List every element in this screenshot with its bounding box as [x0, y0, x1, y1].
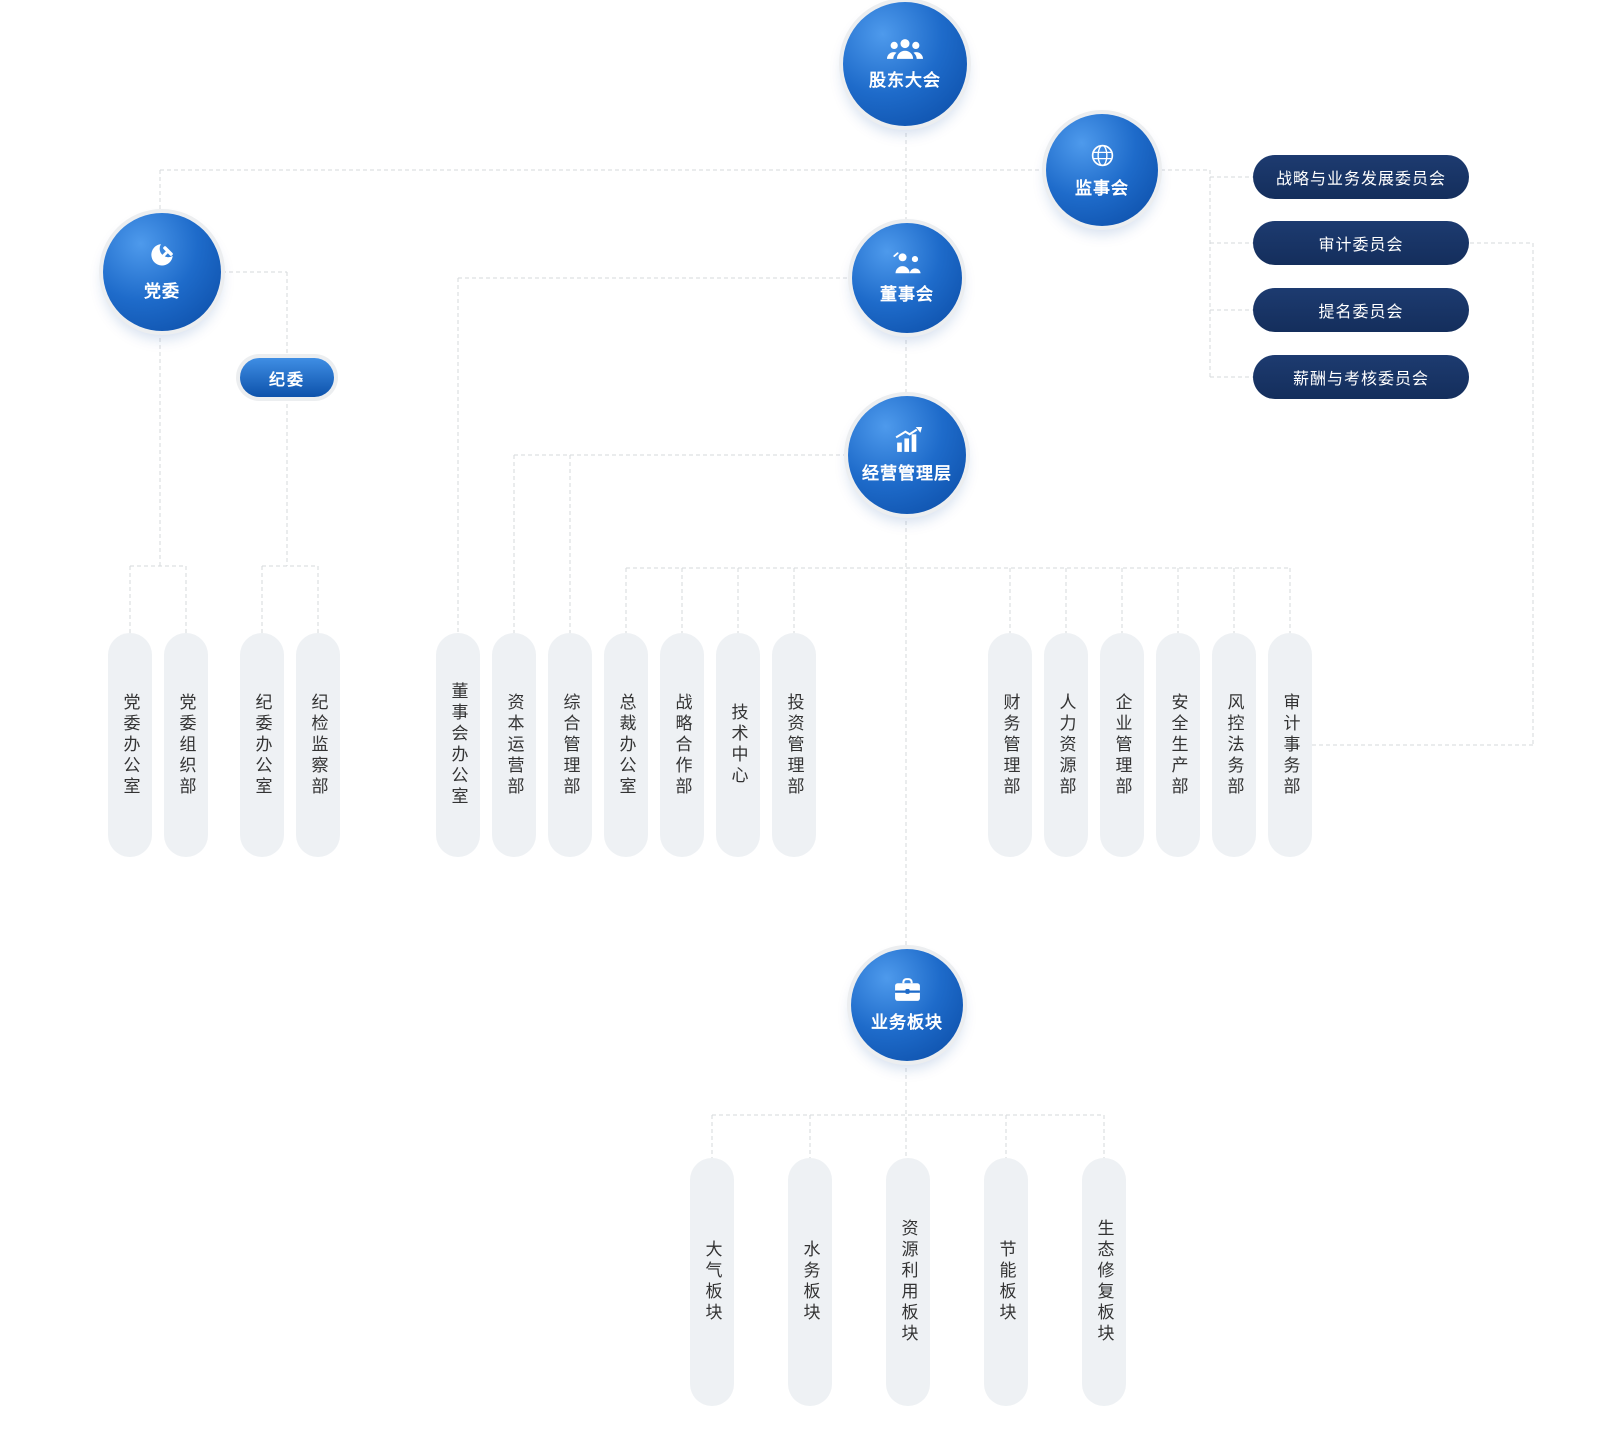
dept-label: 综合管理部	[560, 692, 580, 798]
committee-pill-nomination: 提名委员会	[1253, 288, 1469, 332]
node-party-committee: 党委	[103, 213, 221, 331]
committee-pill-audit: 审计委员会	[1253, 221, 1469, 265]
globe-icon	[1089, 142, 1116, 169]
dept-safety-production: 安全生产部	[1156, 633, 1200, 857]
dept-label: 资本运营部	[504, 692, 524, 798]
segment-atmosphere: 大气板块	[690, 1158, 734, 1406]
node-label: 党委	[144, 282, 180, 301]
briefcase-icon	[893, 977, 922, 1003]
dept-president-office: 总裁办公室	[604, 633, 648, 857]
dept-label: 投资管理部	[784, 692, 804, 798]
dept-label: 董事会办公室	[448, 682, 468, 808]
dept-label: 技术中心	[728, 703, 748, 787]
dept-risk-legal: 风控法务部	[1212, 633, 1256, 857]
dept-investment-management: 投资管理部	[772, 633, 816, 857]
segment-resource-utilization: 资源利用板块	[886, 1158, 930, 1406]
dept-label: 企业管理部	[1112, 692, 1132, 798]
node-board-of-directors: 董事会	[852, 223, 962, 333]
segment-water: 水务板块	[788, 1158, 832, 1406]
node-label: 业务板块	[871, 1012, 943, 1032]
committee-pill-compensation: 薪酬与考核委员会	[1253, 355, 1469, 399]
dept-label: 战略合作部	[672, 692, 692, 798]
dept-label: 审计事务部	[1280, 692, 1300, 798]
dept-audit-affairs: 审计事务部	[1268, 633, 1312, 857]
segment-label: 节能板块	[996, 1240, 1016, 1324]
segment-label: 水务板块	[800, 1240, 820, 1324]
hammer-sickle-icon	[147, 242, 177, 272]
node-label: 经营管理层	[862, 463, 952, 483]
dept-discipline-office: 纪委办公室	[240, 633, 284, 857]
node-label: 董事会	[880, 284, 934, 304]
growth-chart-icon	[893, 426, 922, 454]
dept-label: 总裁办公室	[616, 692, 636, 798]
dept-strategic-cooperation: 战略合作部	[660, 633, 704, 857]
node-shareholders-meeting: 股东大会	[843, 2, 967, 126]
dept-board-office: 董事会办公室	[436, 633, 480, 857]
node-supervisory-board: 监事会	[1046, 114, 1158, 226]
committee-label: 审计委员会	[1318, 237, 1404, 254]
dept-party-office: 党委办公室	[108, 633, 152, 857]
meeting-people-icon	[891, 251, 923, 275]
node-label: 监事会	[1075, 178, 1129, 198]
committee-pill-strategy: 战略与业务发展委员会	[1253, 155, 1469, 199]
dept-party-organization: 党委组织部	[164, 633, 208, 857]
node-label: 纪委	[268, 371, 305, 389]
committee-label: 战略与业务发展委员会	[1275, 171, 1446, 188]
segment-label: 生态修复板块	[1094, 1219, 1114, 1345]
dept-label: 财务管理部	[1000, 692, 1020, 798]
segment-label: 大气板块	[702, 1240, 722, 1324]
dept-human-resources: 人力资源部	[1044, 633, 1088, 857]
pill-discipline-committee: 纪委	[240, 358, 334, 397]
node-management-level: 经营管理层	[848, 396, 966, 514]
dept-enterprise-management: 企业管理部	[1100, 633, 1144, 857]
segment-label: 资源利用板块	[898, 1219, 918, 1345]
committee-label: 薪酬与考核委员会	[1292, 371, 1429, 388]
committee-label: 提名委员会	[1318, 304, 1404, 321]
dept-capital-operation: 资本运营部	[492, 633, 536, 857]
dept-label: 党委办公室	[120, 692, 140, 798]
dept-label: 安全生产部	[1168, 692, 1188, 798]
dept-label: 风控法务部	[1224, 692, 1244, 798]
node-business-segments: 业务板块	[851, 949, 963, 1061]
dept-label: 纪检监察部	[308, 692, 328, 798]
people-group-icon	[887, 37, 923, 61]
dept-label: 人力资源部	[1056, 692, 1076, 798]
dept-label: 纪委办公室	[252, 692, 272, 798]
dept-general-management: 综合管理部	[548, 633, 592, 857]
segment-energy-saving: 节能板块	[984, 1158, 1028, 1406]
dept-label: 党委组织部	[176, 692, 196, 798]
dept-technology-center: 技术中心	[716, 633, 760, 857]
dept-finance: 财务管理部	[988, 633, 1032, 857]
segment-ecological-restoration: 生态修复板块	[1082, 1158, 1126, 1406]
dept-discipline-inspection: 纪检监察部	[296, 633, 340, 857]
connectors	[129, 126, 1534, 1158]
node-label: 股东大会	[869, 71, 941, 90]
